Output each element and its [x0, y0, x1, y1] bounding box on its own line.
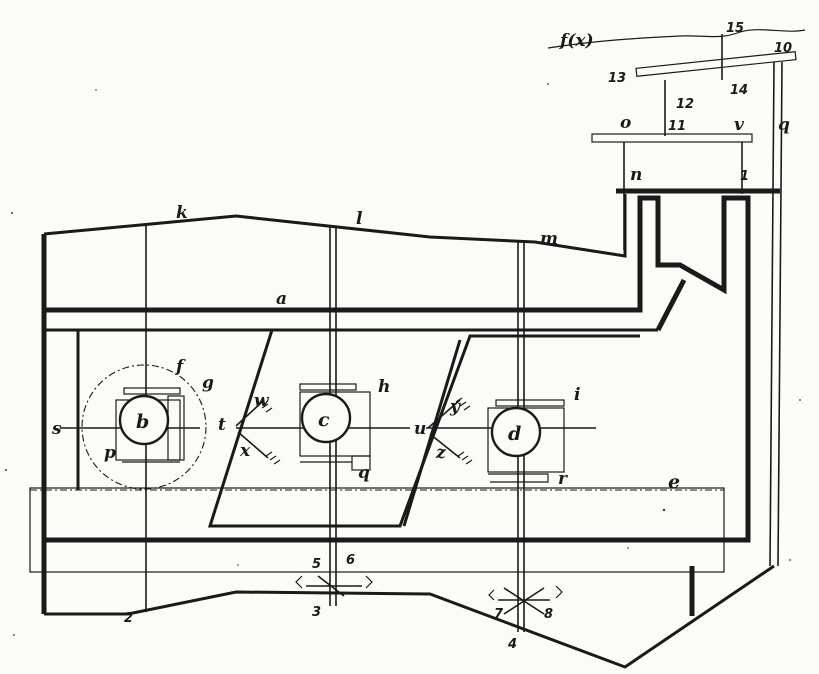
function-label: f(x): [559, 31, 594, 51]
label-i: i: [574, 385, 580, 405]
label-w: w: [254, 391, 270, 411]
num-5: 5: [312, 557, 321, 572]
label-k: k: [176, 203, 188, 223]
num-2: 2: [124, 611, 133, 626]
label-q: q: [358, 463, 370, 483]
num-15: 15: [726, 21, 744, 36]
linkage-7-8: [488, 585, 563, 615]
label-d: d: [508, 423, 521, 445]
pitch-circle-b: [81, 364, 207, 490]
lever-13-14: [635, 51, 797, 77]
label-a: a: [276, 289, 287, 309]
slant-frame-right: [402, 339, 462, 527]
label-h: h: [378, 377, 390, 397]
label-r: r: [558, 469, 568, 489]
frame-inner-link: [655, 278, 687, 332]
linkage-5-6: [295, 575, 373, 597]
num-7: 7: [494, 607, 504, 622]
label-u: u: [414, 419, 426, 439]
label-x: x: [239, 441, 251, 461]
wheel-b: [118, 394, 170, 446]
num-1: 1: [740, 169, 749, 184]
lever-wx: [235, 399, 281, 465]
label-y: y: [449, 397, 461, 417]
function-curve: [547, 29, 806, 49]
carriage-b: [115, 387, 185, 463]
label-q2: q: [778, 115, 790, 135]
slant-frame-left: [78, 328, 640, 528]
label-s: s: [51, 419, 62, 439]
label-l: l: [356, 209, 363, 229]
num-11: 11: [668, 119, 686, 134]
rod-q-a: [769, 61, 775, 567]
paper-specks: [5, 83, 801, 636]
num-6: 6: [346, 553, 355, 568]
label-g: g: [202, 373, 214, 393]
num-4: 4: [507, 637, 517, 652]
board-e: [29, 487, 725, 573]
label-t: t: [218, 415, 226, 435]
wheel-c: [300, 392, 352, 444]
bar-11: [591, 133, 753, 143]
wheel-d: [490, 406, 542, 458]
label-b: b: [136, 411, 149, 433]
label-m: m: [540, 229, 558, 249]
label-z: z: [435, 443, 446, 463]
num-10: 10: [774, 41, 792, 56]
num-12: 12: [676, 97, 694, 112]
rod-q-b: [777, 61, 783, 567]
carriage-d: [487, 399, 565, 483]
label-p: p: [104, 443, 116, 463]
label-e: e: [668, 471, 680, 493]
num-3: 3: [312, 605, 321, 620]
label-n: n: [630, 165, 642, 185]
wire-klm: [43, 194, 627, 258]
label-c: c: [318, 409, 330, 431]
carriage-c: [299, 383, 371, 471]
label-o: o: [620, 113, 631, 133]
num-8: 8: [544, 607, 553, 622]
lever-yz: [427, 397, 473, 465]
frame-a: [46, 195, 751, 543]
bottom-wire: [44, 564, 775, 669]
num-13: 13: [608, 71, 626, 86]
label-f: f: [175, 357, 186, 377]
num-14: 14: [730, 83, 748, 98]
label-v: v: [734, 115, 745, 135]
